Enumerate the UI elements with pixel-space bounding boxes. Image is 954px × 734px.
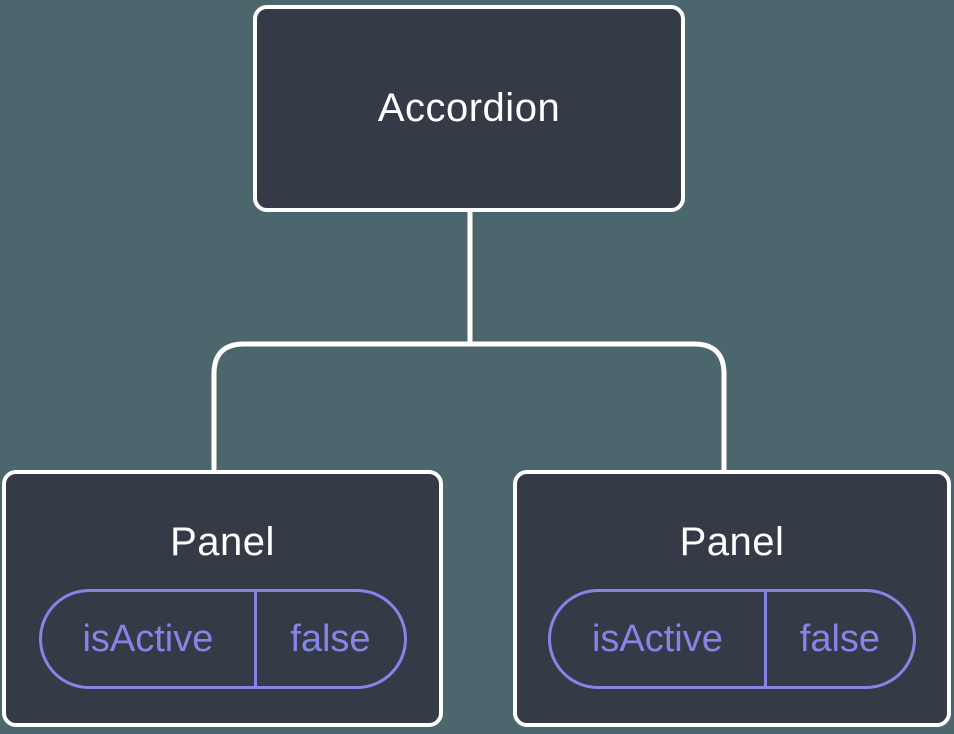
state-value: false [254,592,403,686]
panel-left-label: Panel [170,520,275,564]
component-node-panel-right: Panel isActive false [513,470,951,727]
state-name: isActive [591,617,723,660]
state-value: false [763,592,913,686]
panel-right-label: Panel [679,520,785,564]
component-node-accordion: Accordion [253,5,685,212]
panel-left-state-pill: isActive false [38,589,407,689]
connector-bracket [211,341,727,472]
state-name: isActive [82,617,214,660]
component-node-panel-left: Panel isActive false [2,470,443,727]
accordion-node-label: Accordion [377,86,561,130]
panel-right-state-pill: isActive false [548,589,916,689]
